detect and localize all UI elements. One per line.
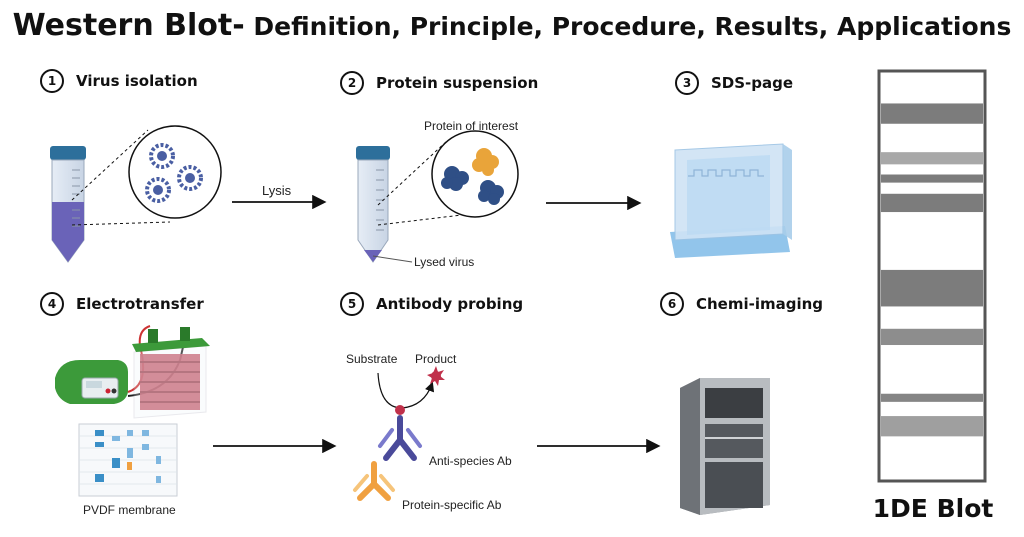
step-number-5: 5 xyxy=(340,292,364,316)
blot-band xyxy=(881,393,983,402)
blot-strip xyxy=(877,69,987,483)
gel-wells xyxy=(688,169,764,177)
title-subtitle: Definition, Principle, Procedure, Result… xyxy=(244,12,1012,41)
label-lysed-virus: Lysed virus xyxy=(414,255,475,269)
blot-band xyxy=(881,152,983,165)
protein-blob-blue xyxy=(441,166,469,191)
centrifuge-tube-1 xyxy=(50,146,86,263)
label-anti-species-ab: Anti-species Ab xyxy=(429,454,512,468)
blot-band xyxy=(881,328,983,346)
step-label-electrotransfer: Electrotransfer xyxy=(76,295,204,313)
imager-door-top xyxy=(705,388,763,418)
step-protein-suspension: 2 Protein suspension xyxy=(340,71,538,95)
pvdf-membrane xyxy=(78,423,178,497)
step-electrotransfer: 4 Electrotransfer xyxy=(40,292,204,316)
label-lysis: Lysis xyxy=(262,183,292,198)
sds-page-gel xyxy=(670,143,792,258)
centrifuge-tube-2 xyxy=(356,146,390,263)
step-label-sds-page: SDS-page xyxy=(711,74,794,92)
step-label-protein-suspension: Protein suspension xyxy=(376,74,539,92)
virus-particle xyxy=(145,177,171,203)
step-chemi-imaging: 6 Chemi-imaging xyxy=(660,292,823,316)
blot-band xyxy=(881,193,983,213)
tube-liquid-1 xyxy=(52,202,84,262)
transfer-tank xyxy=(132,327,210,419)
step-label-chemi-imaging: Chemi-imaging xyxy=(696,295,824,313)
protein-magnified-view xyxy=(431,130,519,218)
blot-band xyxy=(881,269,983,307)
step-number-4: 4 xyxy=(40,292,64,316)
virus-particle xyxy=(177,165,203,191)
page-title: Western Blot- Definition, Principle, Pro… xyxy=(0,8,1024,43)
label-substrate: Substrate xyxy=(346,352,398,366)
blot-label: 1DE Blot xyxy=(872,494,994,523)
protein-blob-blue xyxy=(478,180,504,205)
anti-species-antibody xyxy=(378,405,422,461)
tube-cap-1 xyxy=(50,146,86,160)
virus-magnified-view xyxy=(128,125,222,219)
protein-specific-antibody xyxy=(353,461,395,501)
blot-band xyxy=(881,103,983,124)
blot-band xyxy=(881,416,983,437)
step-number-6: 6 xyxy=(660,292,684,316)
step-virus-isolation: 1 Virus isolation xyxy=(40,69,198,93)
tube-cap-2 xyxy=(356,146,390,160)
chemi-imager xyxy=(680,378,770,515)
reaction-arrow xyxy=(377,372,435,409)
power-supply-unit xyxy=(55,360,128,404)
label-protein-specific-ab: Protein-specific Ab xyxy=(402,498,502,512)
step-label-virus-isolation: Virus isolation xyxy=(76,72,198,90)
step-label-antibody-probing: Antibody probing xyxy=(376,295,524,313)
title-main: Western Blot- xyxy=(12,8,245,43)
step-number-1: 1 xyxy=(40,69,64,93)
step-sds-page: 3 SDS-page xyxy=(675,71,793,95)
label-pvdf-membrane: PVDF membrane xyxy=(83,503,176,517)
imager-drawer xyxy=(705,462,763,508)
step-number-3: 3 xyxy=(675,71,699,95)
label-product: Product xyxy=(415,352,457,366)
virus-particle xyxy=(149,143,175,169)
protein-blob-orange xyxy=(472,148,499,176)
product-star xyxy=(427,366,445,386)
tube-body-2 xyxy=(357,159,389,263)
blot-band xyxy=(881,174,983,183)
step-antibody-probing: 5 Antibody probing xyxy=(340,292,523,316)
lysed-virus-pointer xyxy=(372,255,413,263)
label-protein-of-interest: Protein of interest xyxy=(424,119,519,133)
step-number-2: 2 xyxy=(340,71,364,95)
